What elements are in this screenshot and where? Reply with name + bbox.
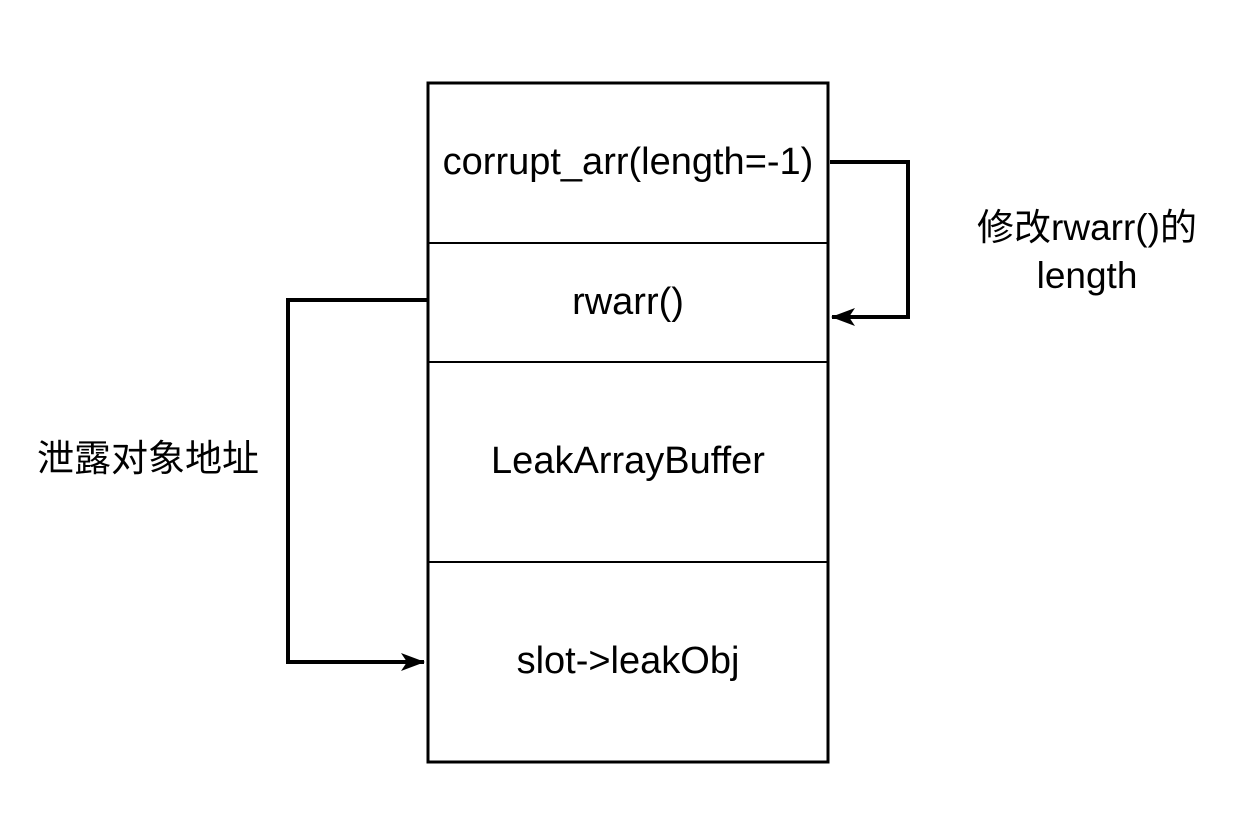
annotation-modify-rwarr-length: 修改rwarr()的 length — [977, 204, 1197, 300]
box-corrupt-arr-label: corrupt_arr(length=-1) — [442, 141, 814, 184]
box-slot-leak-obj-label: slot->leakObj — [516, 640, 740, 683]
box-slot-leak-obj: slot->leakObj — [430, 562, 826, 762]
box-corrupt-arr: corrupt_arr(length=-1) — [430, 83, 826, 243]
annotation-modify-rwarr-length-line2: length — [1036, 255, 1138, 296]
box-leak-array-buffer: LeakArrayBuffer — [430, 362, 826, 562]
memory-stack-outline — [426, 81, 830, 764]
box-leak-array-buffer-label: LeakArrayBuffer — [491, 440, 765, 483]
annotation-leak-object-address: 泄露对象地址 — [37, 435, 259, 483]
annotation-modify-rwarr-length-line1: 修改rwarr()的 — [977, 207, 1197, 248]
leak-object-address-arrow — [286, 298, 428, 671]
annotation-leak-object-address-text: 泄露对象地址 — [37, 438, 259, 479]
box-rwarr: rwarr() — [430, 243, 826, 362]
box-rwarr-label: rwarr() — [572, 280, 684, 323]
modify-rwarr-length-arrow — [830, 160, 910, 326]
